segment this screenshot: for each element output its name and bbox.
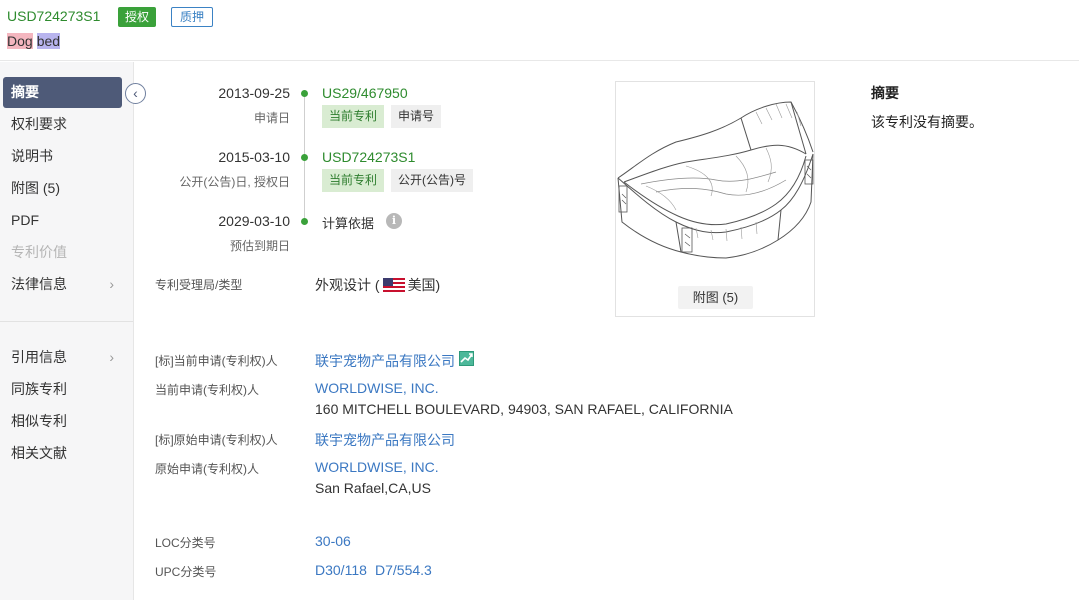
- office-type-label: 专利受理局/类型: [155, 278, 243, 292]
- original-applicant-link[interactable]: WORLDWISE, INC.: [315, 459, 439, 475]
- office-type-value: 外观设计 ( 美国): [315, 275, 440, 295]
- sidebar-item-family[interactable]: 同族专利: [11, 381, 67, 397]
- chevron-left-icon: ‹: [133, 85, 138, 101]
- view-figures-button[interactable]: 附图 (5): [678, 286, 753, 309]
- original-applicant-address: San Rafael,CA,US: [315, 480, 431, 496]
- sidebar-item-description[interactable]: 说明书: [11, 148, 53, 164]
- sidebar-item-figures[interactable]: 附图 (5): [11, 180, 60, 196]
- current-patent-tag: 当前专利: [322, 105, 385, 128]
- timeline-dot: [301, 154, 308, 161]
- expiry-date-caption: 预估到期日: [229, 239, 290, 253]
- sidebar-item-patent-value: 专利价值: [11, 244, 67, 260]
- sidebar-item-pdf[interactable]: PDF: [11, 212, 39, 228]
- sidebar-item-label: 法律信息: [11, 276, 67, 292]
- current-applicant-link[interactable]: WORLDWISE, INC.: [315, 380, 439, 396]
- sidebar-divider: [0, 321, 133, 322]
- std-current-applicant-label: [标]当前申请(专利权)人: [155, 354, 278, 368]
- publication-date: 2015-03-10: [218, 149, 290, 165]
- sidebar-nav: 摘要 权利要求 说明书 附图 (5) PDF 专利价值 法律信息 › 引用信息 …: [0, 62, 134, 600]
- application-date-caption: 申请日: [253, 111, 290, 125]
- publication-number: USD724273S1: [7, 8, 101, 24]
- us-flag-icon: [382, 278, 405, 292]
- sidebar-item-claims[interactable]: 权利要求: [11, 116, 67, 132]
- loc-label: LOC分类号: [155, 536, 216, 550]
- company-insight-icon[interactable]: [459, 351, 474, 366]
- granted-badge: 授权: [118, 7, 157, 27]
- publication-number-link[interactable]: USD724273S1: [322, 149, 416, 165]
- application-number-link[interactable]: US29/467950: [322, 85, 408, 101]
- sidebar-item-legal-info[interactable]: 法律信息 ›: [3, 269, 122, 300]
- figure-preview[interactable]: 附图 (5): [615, 81, 815, 317]
- abstract-text: 该专利没有摘要。: [871, 114, 983, 130]
- abstract-title: 摘要: [871, 85, 899, 101]
- std-original-applicant-link[interactable]: 联宇宠物产品有限公司: [315, 432, 455, 448]
- sidebar-item-citations[interactable]: 引用信息 ›: [3, 342, 122, 373]
- publication-date-caption: 公开(公告)日, 授权日: [179, 175, 290, 189]
- title-word-bed: bed: [36, 33, 61, 49]
- sidebar-item-label: 引用信息: [11, 349, 67, 365]
- current-applicant-label: 当前申请(专利权)人: [155, 383, 259, 397]
- title-word-dog: Dog: [7, 33, 33, 49]
- chevron-right-icon: ›: [109, 349, 114, 365]
- sidebar-item-similar[interactable]: 相似专利: [11, 413, 67, 429]
- calculation-basis: 计算依据: [322, 216, 375, 231]
- country-text: 美国): [407, 277, 441, 293]
- upc-value-link[interactable]: D7/554.3: [375, 562, 432, 578]
- upc-label: UPC分类号: [155, 565, 217, 579]
- loc-value-link[interactable]: 30-06: [315, 533, 351, 549]
- sidebar-item-related-docs[interactable]: 相关文献: [11, 445, 67, 461]
- std-original-applicant-label: [标]原始申请(专利权)人: [155, 433, 278, 447]
- chevron-right-icon: ›: [109, 276, 114, 292]
- application-date: 2013-09-25: [218, 85, 290, 101]
- upc-value-link[interactable]: D30/118: [315, 562, 367, 578]
- original-applicant-label: 原始申请(专利权)人: [155, 462, 259, 476]
- design-type-text: 外观设计 (: [315, 277, 380, 293]
- info-icon[interactable]: i: [386, 213, 402, 229]
- expiry-date: 2029-03-10: [218, 213, 290, 229]
- sidebar-item-abstract[interactable]: 摘要: [3, 77, 122, 108]
- timeline-dot: [301, 218, 308, 225]
- application-number-tag: 申请号: [391, 105, 442, 128]
- current-patent-tag: 当前专利: [322, 169, 385, 192]
- pledge-badge[interactable]: 质押: [171, 7, 214, 27]
- timeline-dot: [301, 90, 308, 97]
- current-applicant-address: 160 MITCHELL BOULEVARD, 94903, SAN RAFAE…: [315, 401, 733, 417]
- std-current-applicant-link[interactable]: 联宇宠物产品有限公司: [315, 353, 455, 369]
- dog-bed-drawing: [617, 101, 814, 259]
- sidebar-collapse-button[interactable]: ‹: [125, 83, 146, 104]
- publication-number-tag: 公开(公告)号: [391, 169, 473, 192]
